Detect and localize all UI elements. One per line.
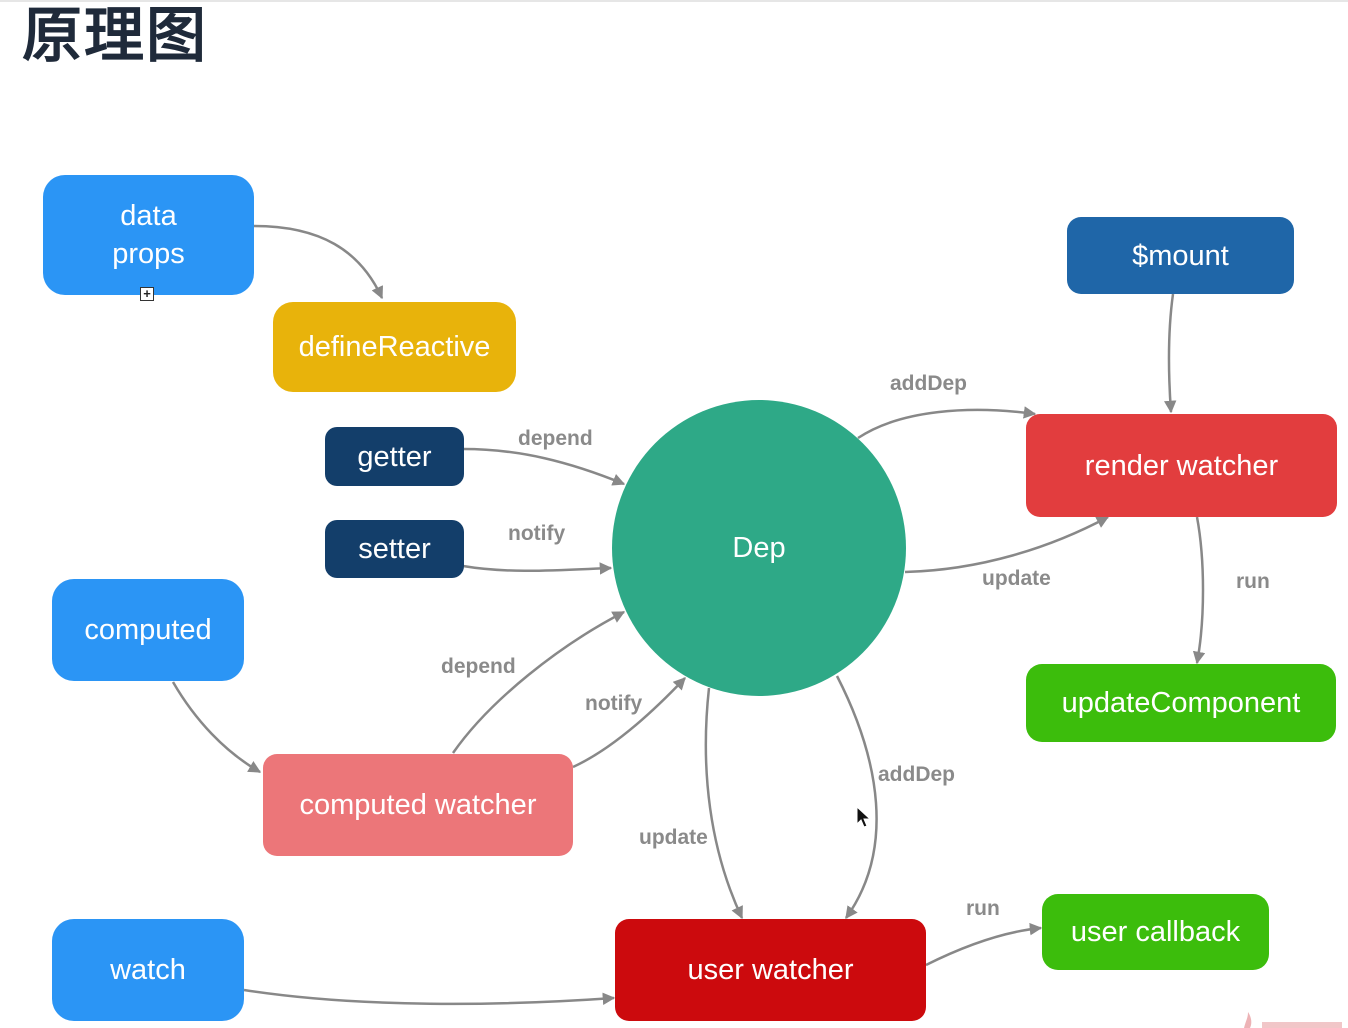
node-user-callback[interactable]: user callback: [1042, 894, 1269, 970]
top-border: [0, 0, 1348, 2]
node-data-props-line-2: props: [112, 238, 185, 270]
edge-dep-update-render-watcher: [904, 515, 1110, 574]
edge-label-computed-depend: depend: [441, 655, 516, 678]
edge-label-render-run: run: [1236, 570, 1270, 593]
edge-label-render-adddep: addDep: [890, 372, 968, 395]
edge-label-user-update: update: [639, 826, 708, 849]
edge-watch-to-user-watcher: [243, 988, 616, 1006]
node-update-component[interactable]: updateComponent: [1026, 664, 1336, 742]
page-title: 原理图: [22, 1, 208, 71]
edge-label-setter-notify: notify: [508, 522, 566, 545]
mouse-cursor-icon: [856, 806, 872, 828]
node-computed-watcher[interactable]: computed watcher: [263, 754, 573, 856]
edge-setter-notify: [462, 562, 613, 575]
node-render-watcher-label: render watcher: [1084, 449, 1279, 482]
edge-computed-to-computed-watcher: [171, 681, 262, 774]
node-define-reactive-label: defineReactive: [298, 331, 491, 363]
node-user-watcher-label: user watcher: [687, 954, 854, 986]
edge-label-user-adddep: addDep: [878, 763, 956, 786]
node-setter-label: setter: [358, 533, 431, 565]
edge-dep-adddep-user-watcher: [835, 675, 878, 920]
edge-getter-depend: [462, 447, 626, 486]
edge-data-props-to-define-reactive: [253, 224, 384, 300]
node-watch-label: watch: [110, 954, 186, 986]
node-computed[interactable]: computed: [52, 579, 244, 681]
node-render-watcher[interactable]: render watcher: [1026, 414, 1337, 517]
edge-computed-watcher-notify: [572, 677, 686, 769]
node-computed-label: computed: [84, 614, 212, 646]
edge-render-watcher-run: [1192, 516, 1206, 665]
edge-dep-update-user-watcher: [704, 687, 744, 920]
node-user-watcher[interactable]: user watcher: [615, 919, 926, 1021]
edge-computed-watcher-depend: [451, 610, 626, 754]
node-data-props-line-1: data: [120, 200, 177, 232]
watermark-logo-icon: [1244, 1012, 1342, 1028]
edge-dep-adddep-render-watcher: [857, 406, 1037, 440]
edge-mount-to-render-watcher: [1163, 293, 1177, 414]
node-computed-watcher-label: computed watcher: [299, 789, 537, 821]
edge-label-computed-notify: notify: [585, 692, 643, 715]
node-getter-label: getter: [357, 440, 432, 473]
node-dep-label: Dep: [732, 531, 786, 564]
node-mount[interactable]: $mount: [1067, 217, 1294, 294]
node-getter[interactable]: getter: [325, 427, 464, 486]
node-watch[interactable]: watch: [52, 919, 244, 1021]
node-dep[interactable]: Dep: [612, 400, 906, 696]
edge-label-getter-depend: depend: [518, 427, 593, 450]
node-setter[interactable]: setter: [325, 520, 464, 578]
node-user-callback-label: user callback: [1070, 916, 1241, 948]
node-data-props[interactable]: data props: [43, 175, 254, 295]
expand-icon[interactable]: +: [140, 287, 154, 301]
node-define-reactive[interactable]: defineReactive: [273, 302, 516, 392]
node-update-component-label: updateComponent: [1061, 687, 1301, 719]
edge-label-user-run: run: [966, 897, 1000, 920]
node-mount-label: $mount: [1132, 239, 1229, 272]
edge-user-watcher-run: [925, 922, 1043, 967]
edge-label-render-update: update: [982, 567, 1051, 590]
